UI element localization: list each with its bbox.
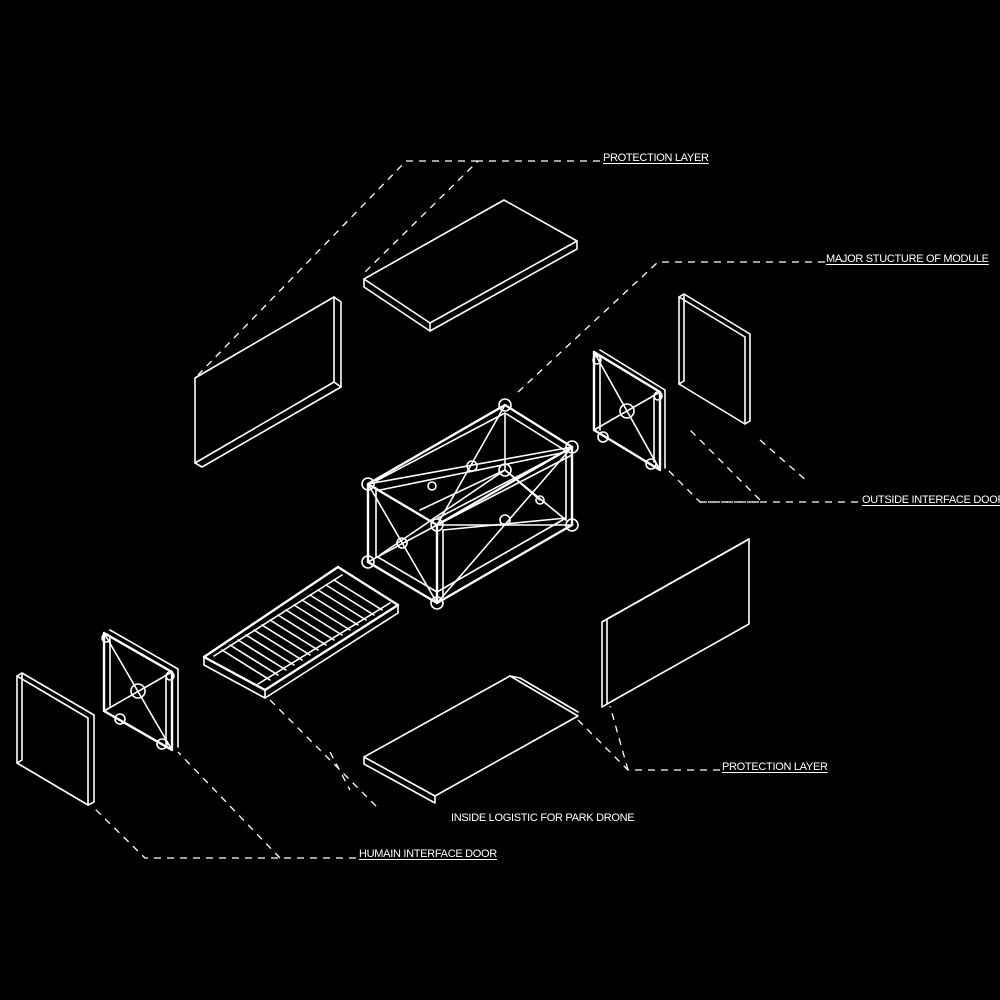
platform-slats [221, 579, 383, 681]
main-module-frame [361, 398, 579, 610]
leader-protection-top [197, 160, 600, 376]
outside-door-frame [592, 349, 666, 472]
leader-inside-logistic [269, 699, 379, 809]
inside-logistic-platform [202, 565, 400, 699]
leader-major-structure [517, 261, 825, 393]
leader-human-door [91, 751, 356, 859]
label-protection-layer-top: PROTECTION LAYER [603, 152, 709, 164]
label-human-interface-door: HUMAIN INTERFACE DOOR [359, 848, 497, 860]
label-inside-logistic: INSIDE LOGISTIC FOR PARK DRONE [451, 812, 635, 824]
leader-protection-bottom [577, 705, 720, 771]
label-protection-layer-bottom: PROTECTION LAYER [722, 761, 828, 773]
human-door-panel [16, 672, 95, 806]
top-protection-panel [363, 199, 578, 332]
outside-door-panel [678, 293, 751, 425]
label-outside-interface-door: OUTSIDE INTERFACE DOOR [862, 494, 1000, 506]
label-major-structure: MAJOR STUCTURE OF MODULE [826, 253, 989, 265]
human-door-frame [101, 629, 179, 752]
right-protection-panel [601, 538, 750, 708]
bottom-protection-panel [363, 675, 579, 804]
leader-outside-door [667, 429, 858, 503]
left-protection-panel [194, 296, 342, 468]
